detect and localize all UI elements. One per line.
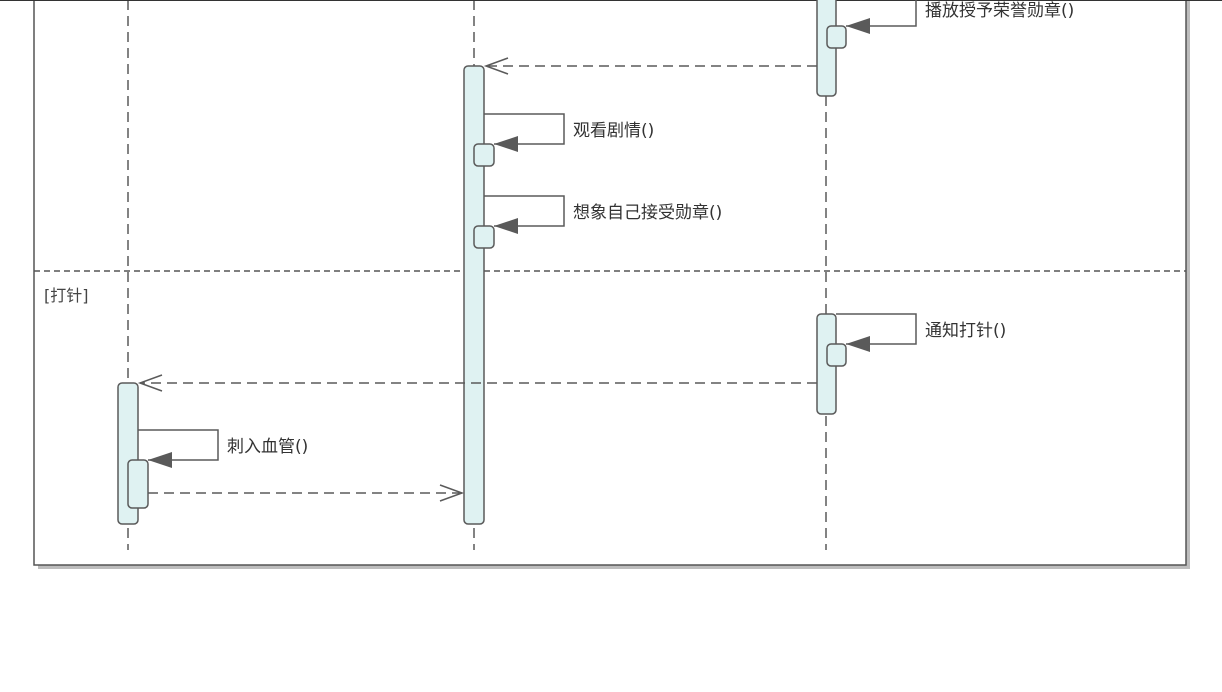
guard-label-inject: [打针] — [44, 286, 89, 305]
message-label-imagine: 想象自己接受勋章() — [573, 203, 722, 223]
return-arrowhead-1 — [483, 57, 509, 75]
activation-self-imagine — [473, 225, 495, 249]
self-message-imagine — [484, 195, 565, 227]
self-message-pierce — [138, 429, 219, 461]
arrowhead-play-medal — [846, 18, 870, 34]
arrowhead-notify — [846, 336, 870, 352]
activation-self-pierce — [127, 459, 149, 509]
message-label-pierce: 刺入血管() — [227, 437, 308, 457]
arrowhead-imagine — [494, 218, 518, 234]
message-label-notify: 通知打针() — [925, 321, 1006, 341]
self-message-play-medal — [846, 0, 917, 27]
arrowhead-pierce — [148, 452, 172, 468]
activation-self-notify — [826, 343, 847, 367]
activation-self-watch — [473, 143, 495, 167]
activation-lifeline2-main — [463, 65, 485, 525]
message-label-watch: 观看剧情() — [573, 121, 654, 141]
return-arrowhead-2 — [137, 374, 163, 392]
self-message-watch — [484, 113, 565, 145]
combined-fragment-frame — [33, 0, 1187, 566]
message-label-play-medal: 播放授予荣誉勋章() — [925, 1, 1074, 21]
activation-self-play-medal — [826, 25, 847, 49]
return-arrowhead-3 — [439, 484, 465, 502]
arrowhead-watch — [494, 136, 518, 152]
self-message-notify — [836, 313, 917, 345]
